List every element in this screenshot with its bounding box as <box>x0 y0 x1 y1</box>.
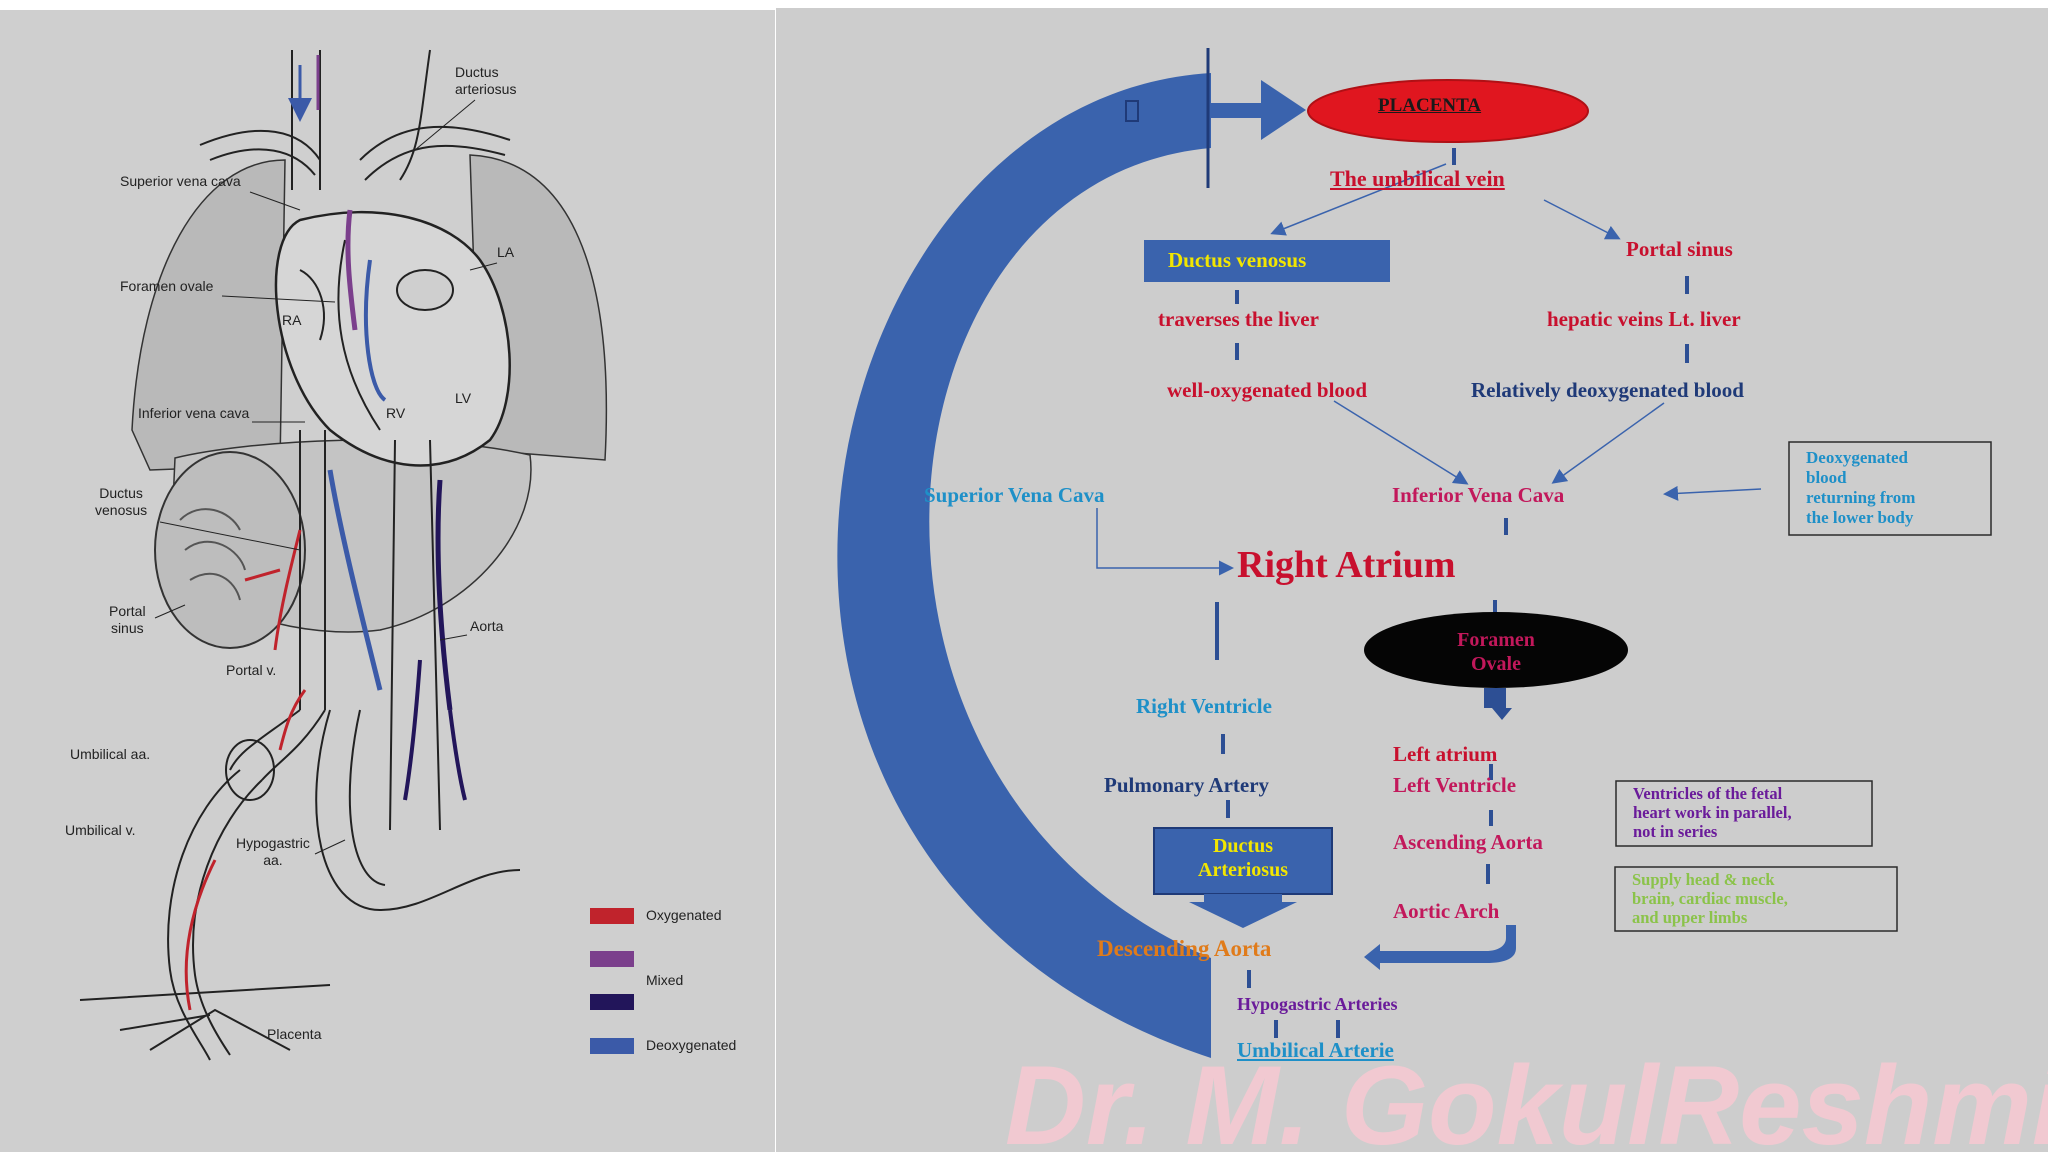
left-atrium-node: Left atrium <box>1393 742 1498 766</box>
legend-swatch-oxygenated <box>590 908 634 924</box>
umbilical-v-label: Umbilical v. <box>65 822 136 838</box>
supply-note-text: Supply head & neck brain, cardiac muscle… <box>1632 870 1788 927</box>
superior-vena-cava-label: Superior vena cava <box>120 173 241 189</box>
well-oxygenated-node: well-oxygenated blood <box>1167 378 1368 402</box>
placenta-node: PLACENTA <box>1378 95 1482 116</box>
hypogastric-arteries-node: Hypogastric Arteries <box>1237 994 1398 1014</box>
aorta-label: Aorta <box>470 618 504 634</box>
pulmonary-artery-node: Pulmonary Artery <box>1104 773 1270 797</box>
ductus-venosus-label: Ductus venosus <box>95 485 148 518</box>
portal-sinus-label: Portal sinus <box>109 603 146 636</box>
ductus-arteriosus-label: Ductus arteriosus <box>455 64 517 97</box>
umbilical-arterie-node: Umbilical Arterie <box>1237 1038 1394 1062</box>
inferior-vena-cava-label: Inferior vena cava <box>138 405 250 421</box>
deoxygenated-note-box <box>1788 441 1992 536</box>
aortic-arch-arrow <box>1364 925 1516 970</box>
lv-label: LV <box>455 390 472 406</box>
foramen-ovale-label: Foramen ovale <box>120 278 214 294</box>
hepatic-veins-node: hepatic veins Lt. liver <box>1547 307 1741 331</box>
circulation-arc <box>837 73 1211 1058</box>
superior-vena-cava-node: Superior Vena Cava <box>924 483 1105 507</box>
fetal-circulation-anatomy-panel: Ductus arteriosus Superior vena cava LA … <box>0 10 775 1152</box>
flowchart-connectors <box>837 48 1992 1058</box>
legend-swatch-mixed-dark <box>590 994 634 1010</box>
umbilical-aa-label: Umbilical aa. <box>70 746 151 762</box>
ductus-arteriosus-node: Ductus Arteriosus <box>1198 835 1288 881</box>
placenta-ellipse <box>1307 79 1589 143</box>
deoxygenated-note-text: Deoxygenated blood returning from the lo… <box>1806 448 1916 527</box>
arrow-to-placenta <box>1126 80 1306 140</box>
la-label: LA <box>497 244 515 260</box>
legend-label-deoxygenated: Deoxygenated <box>646 1037 737 1053</box>
hypogastric-aa-label: Hypogastric aa. <box>236 835 310 868</box>
author-watermark: Dr. M. GokulReshmi <box>1005 1043 2048 1168</box>
placenta-label: Placenta <box>267 1026 322 1042</box>
right-atrium-node: Right Atrium <box>1237 544 1456 586</box>
legend-swatch-mixed <box>590 951 634 967</box>
right-ventricle-node: Right Ventricle <box>1136 694 1272 718</box>
legend-swatch-deoxygenated <box>590 1038 634 1054</box>
ventricles-note-text: Ventricles of the fetal heart work in pa… <box>1633 784 1792 841</box>
inferior-vena-cava-node: Inferior Vena Cava <box>1392 483 1565 507</box>
ductus-venosus-box <box>1144 240 1390 282</box>
relatively-deoxygenated-node: Relatively deoxygenated blood <box>1471 378 1744 402</box>
foramen-ovale-node: Foramen Ovale <box>1457 629 1535 675</box>
ventricles-note-box <box>1615 780 1873 847</box>
portal-sinus-node: Portal sinus <box>1626 237 1733 261</box>
ductus-arteriosus-box <box>1153 827 1333 895</box>
ascending-aorta-node: Ascending Aorta <box>1393 830 1543 854</box>
supply-note-box <box>1614 866 1898 932</box>
ra-label: RA <box>282 312 302 328</box>
portal-v-label: Portal v. <box>226 662 277 678</box>
foramen-ovale-ellipse <box>1364 612 1628 688</box>
descending-aorta-node: Descending Aorta <box>1097 936 1272 961</box>
fetal-circulation-illustration <box>79 49 608 1061</box>
ductus-venosus-node: Ductus venosus <box>1168 248 1307 272</box>
aortic-arch-node: Aortic Arch <box>1393 899 1500 923</box>
fetal-circulation-flowchart-panel: PLACENTA The umbilical vein Ductus venos… <box>776 8 2048 1152</box>
umbilical-vein-node: The umbilical vein <box>1330 166 1505 191</box>
traverses-liver-node: traverses the liver <box>1158 307 1319 331</box>
legend-label-mixed: Mixed <box>646 972 684 988</box>
rv-label: RV <box>386 405 406 421</box>
legend-label-oxygenated: Oxygenated <box>646 907 722 923</box>
left-ventricle-node: Left Ventricle <box>1393 773 1517 797</box>
